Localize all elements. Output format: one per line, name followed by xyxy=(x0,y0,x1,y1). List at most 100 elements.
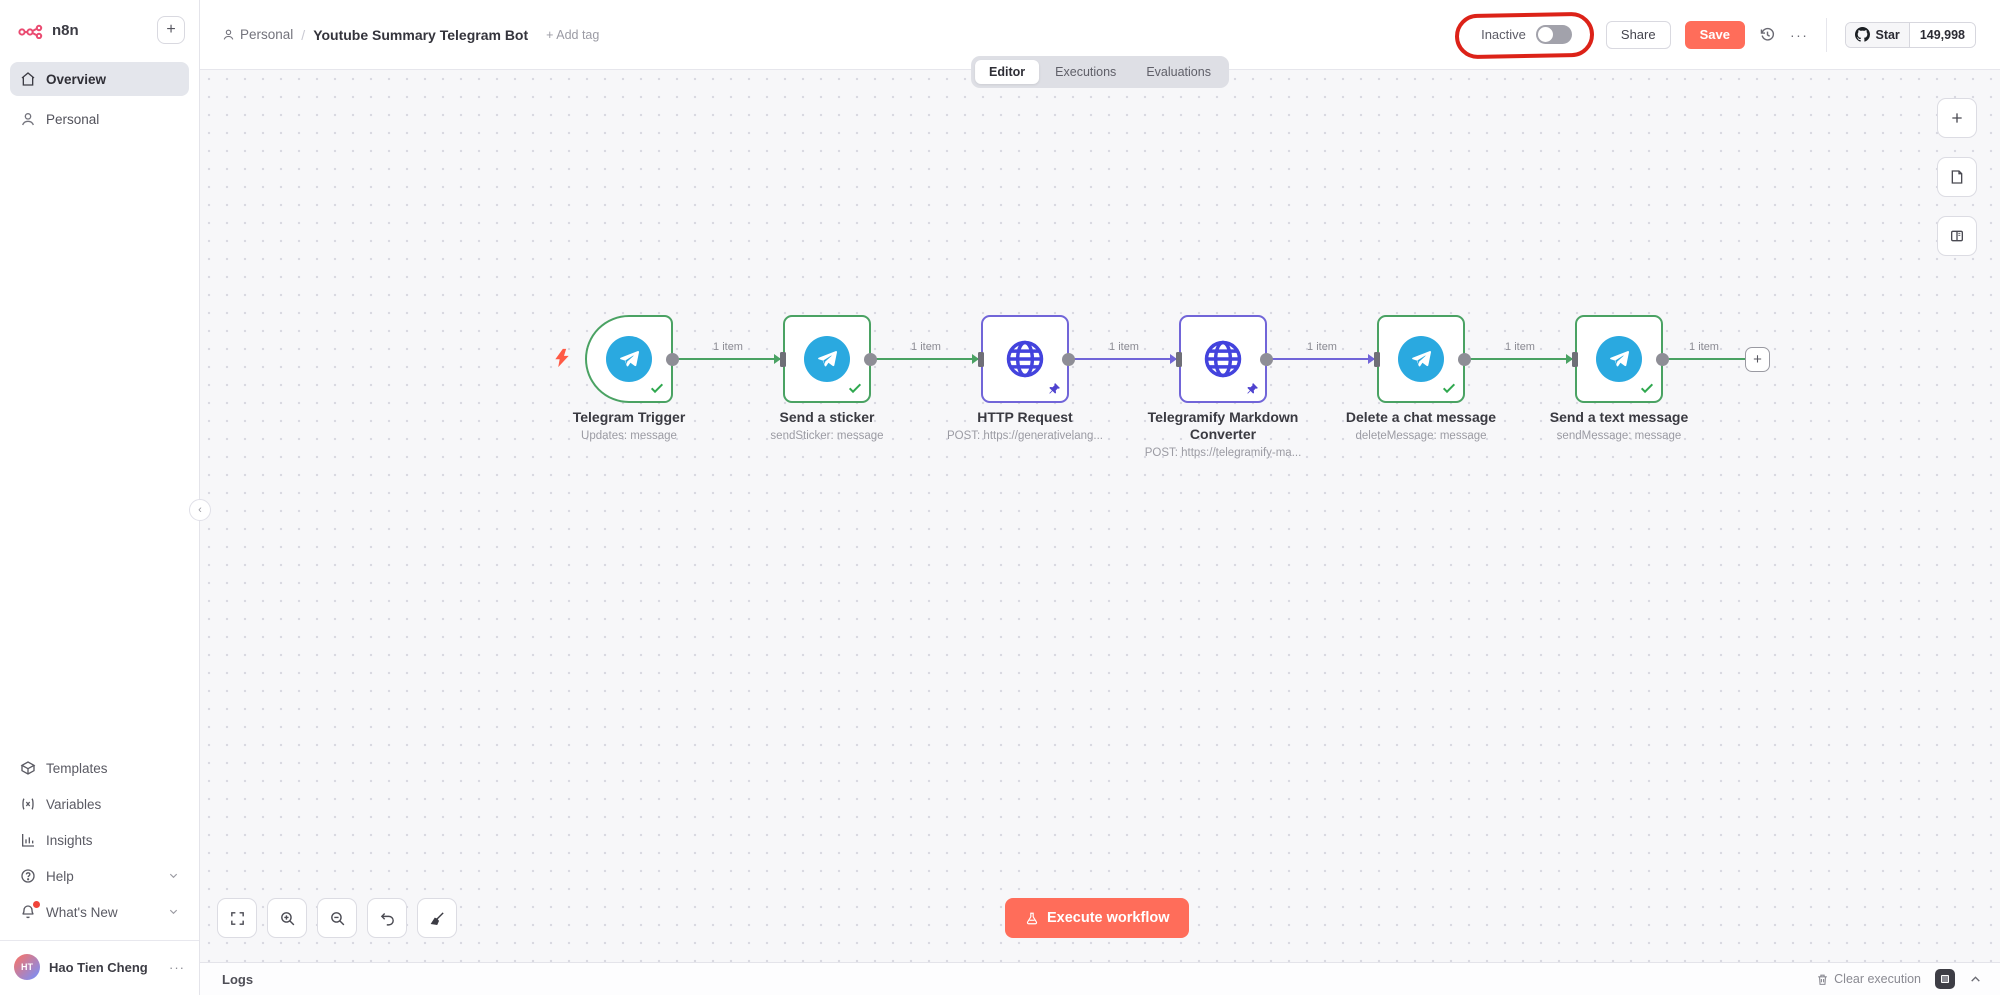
divider xyxy=(1826,17,1828,52)
logs-title: Logs xyxy=(222,971,254,987)
user-row[interactable]: HT Hao Tien Cheng ··· xyxy=(0,941,199,995)
node-input-connector xyxy=(1374,351,1380,367)
chevron-down-icon xyxy=(168,869,179,884)
node-input-connector xyxy=(978,351,984,367)
sidebar-item-overview[interactable]: Overview xyxy=(10,62,189,96)
share-button[interactable]: Share xyxy=(1605,20,1671,49)
connection-line[interactable] xyxy=(1663,358,1745,360)
flask-icon xyxy=(1026,912,1038,924)
sidebar-item-templates[interactable]: Templates xyxy=(10,750,189,786)
clear-execution-button[interactable]: Clear execution xyxy=(1816,972,1921,986)
node-subtitle: POST: https://generativelang... xyxy=(947,430,1103,442)
sidebar-item-whats-new[interactable]: What's New xyxy=(10,894,189,930)
workflow-node[interactable] xyxy=(1575,315,1663,403)
sidebar-item-variables[interactable]: Variables xyxy=(10,786,189,822)
person-icon xyxy=(223,29,234,40)
workflow-canvas[interactable]: Editor Executions Evaluations Telegram T… xyxy=(200,56,2000,962)
add-node-button[interactable] xyxy=(1937,98,1977,138)
node-subtitle: POST: https://telegramify-ma... xyxy=(1144,447,1302,459)
execute-workflow-button[interactable]: Execute workflow xyxy=(1005,898,1190,938)
workflow-node[interactable] xyxy=(1377,315,1465,403)
node-output-connector[interactable] xyxy=(1656,352,1669,366)
split-panel-icon xyxy=(1951,230,1963,242)
node-output-connector[interactable] xyxy=(864,352,877,366)
node-output-connector[interactable] xyxy=(666,352,679,366)
tab-editor[interactable]: Editor xyxy=(975,60,1040,84)
node-title: Delete a chat message xyxy=(1345,409,1497,425)
node-input-connector xyxy=(780,351,786,367)
connection-line[interactable] xyxy=(1069,358,1179,360)
variables-icon xyxy=(22,798,34,810)
connection-line[interactable] xyxy=(673,358,783,360)
undo-button[interactable] xyxy=(367,898,407,938)
sidebar-item-label: What's New xyxy=(46,904,118,920)
connection-line[interactable] xyxy=(1465,358,1575,360)
success-check-icon xyxy=(847,380,863,396)
sidebar-item-label: Variables xyxy=(46,796,102,812)
connection-items-label: 1 item xyxy=(1307,341,1337,353)
connection-arrow-icon xyxy=(1566,354,1573,364)
activation-toggle[interactable] xyxy=(1535,25,1572,44)
workflow-node[interactable] xyxy=(1179,315,1267,403)
github-icon xyxy=(1855,27,1871,42)
workflow-node[interactable] xyxy=(585,315,673,403)
connection-arrow-icon xyxy=(972,354,979,364)
node-output-connector[interactable] xyxy=(1458,352,1471,366)
node-title: Telegramify Markdown Converter xyxy=(1147,409,1299,442)
more-options-button[interactable]: ··· xyxy=(1789,26,1809,43)
add-sticky-note-button[interactable] xyxy=(1937,157,1977,197)
activation-status-label: Inactive xyxy=(1481,27,1526,42)
sidebar-item-personal[interactable]: Personal xyxy=(10,102,189,136)
trigger-bolt-icon xyxy=(552,347,572,374)
sidebar-item-help[interactable]: Help xyxy=(10,858,189,894)
workflow-node[interactable] xyxy=(981,315,1069,403)
node-output-connector[interactable] xyxy=(1260,352,1273,366)
node-title: Send a sticker xyxy=(779,409,875,425)
node-subtitle: Updates: message xyxy=(581,430,677,442)
workflow-node[interactable] xyxy=(783,315,871,403)
success-check-icon xyxy=(649,380,665,396)
node-input-connector xyxy=(1176,351,1182,367)
connection-items-label: 1 item xyxy=(911,341,941,353)
notification-dot xyxy=(33,901,40,908)
toggle-panel-button[interactable] xyxy=(1937,216,1977,256)
node-subtitle: sendMessage: message xyxy=(1556,430,1682,442)
insights-icon xyxy=(22,834,34,847)
sidebar-collapse-button[interactable]: ‹ xyxy=(189,499,211,521)
add-next-node-button[interactable]: + xyxy=(1745,346,1770,372)
open-logs-panel-button[interactable] xyxy=(1935,969,1955,989)
sidebar-item-label: Overview xyxy=(46,71,107,87)
activation-group: Inactive xyxy=(1454,11,1595,60)
breadcrumb-project[interactable]: Personal xyxy=(222,27,293,42)
node-output-connector[interactable] xyxy=(1062,352,1075,366)
github-star-widget[interactable]: Star 149,998 xyxy=(1845,21,1976,48)
zoom-out-button[interactable] xyxy=(317,898,357,938)
sidebar-item-label: Personal xyxy=(46,111,100,127)
logs-panel-header[interactable]: Logs Clear execution xyxy=(200,962,2000,995)
connection-line[interactable] xyxy=(871,358,981,360)
package-icon xyxy=(20,761,36,775)
tidy-up-button[interactable] xyxy=(417,898,457,938)
fit-view-button[interactable] xyxy=(217,898,257,938)
chevron-up-icon[interactable] xyxy=(1969,973,1982,986)
header: Personal / Youtube Summary Telegram Bot … xyxy=(200,0,2000,70)
workflow-title[interactable]: Youtube Summary Telegram Bot xyxy=(313,26,529,43)
connection-arrow-icon xyxy=(1368,354,1375,364)
add-workflow-button[interactable]: + xyxy=(157,16,185,44)
connection-line[interactable] xyxy=(1267,358,1377,360)
user-menu-button[interactable]: ··· xyxy=(169,959,185,975)
node-input-connector xyxy=(1572,351,1578,367)
sidebar-item-insights[interactable]: Insights xyxy=(10,822,189,858)
tab-executions[interactable]: Executions xyxy=(1055,65,1117,79)
user-name: Hao Tien Cheng xyxy=(49,959,148,975)
zoom-in-button[interactable] xyxy=(267,898,307,938)
save-button[interactable]: Save xyxy=(1684,20,1745,49)
history-icon[interactable] xyxy=(1759,26,1776,43)
tab-evaluations[interactable]: Evaluations xyxy=(1146,65,1211,79)
add-tag-button[interactable]: + Add tag xyxy=(546,27,600,42)
plus-icon xyxy=(1952,113,1962,123)
